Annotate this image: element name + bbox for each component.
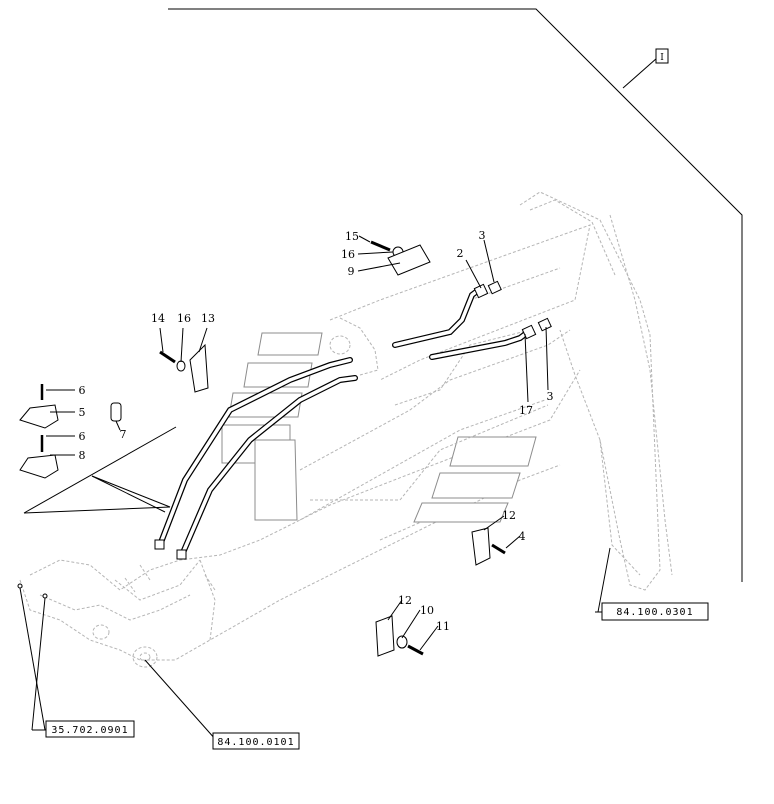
reference-35-702-0901[interactable]: 35.702.0901 [51,725,128,736]
hydraulic-hoses [154,280,552,560]
callout-3-right: 3 [547,390,554,403]
callout-3-top: 3 [479,229,486,242]
boom-phantom-outline [19,191,673,668]
frame-leader: I [168,8,743,582]
callout-9: 9 [348,265,355,278]
callout-15: 15 [345,230,359,243]
reference-boxes: 35.702.0901 84.100.0101 84.100.0301 [17,547,709,750]
frame-tag: I [660,53,664,63]
callout-16-top: 16 [341,248,355,261]
callout-16-mid: 16 [177,312,191,325]
callout-8: 8 [79,449,86,462]
callout-12-lower: 12 [398,594,412,607]
callout-7: 7 [120,428,127,441]
reference-84-100-0101-box[interactable] [212,732,300,750]
callout-12-upper: 12 [502,509,516,522]
callout-labels: 2 3 15 16 9 14 16 13 6 5 6 8 7 17 3 12 4… [79,229,554,633]
callout-6-top: 6 [79,384,86,397]
reference-84-100-0101[interactable]: 84.100.0101 [217,737,294,748]
callout-2: 2 [457,247,464,260]
boom-section-bands [221,329,571,523]
callout-10: 10 [420,604,434,617]
callout-6-bottom: 6 [79,430,86,443]
hardware-parts [19,240,506,657]
leader-lines [23,235,549,651]
reference-84-100-0301[interactable]: 84.100.0301 [616,607,693,618]
callout-11: 11 [436,620,450,633]
callout-13: 13 [201,312,215,325]
callout-14: 14 [151,312,165,325]
reference-35-702-0901-box[interactable] [45,720,135,738]
callout-5: 5 [79,406,86,419]
callout-4: 4 [519,530,526,543]
callout-17: 17 [519,404,533,417]
